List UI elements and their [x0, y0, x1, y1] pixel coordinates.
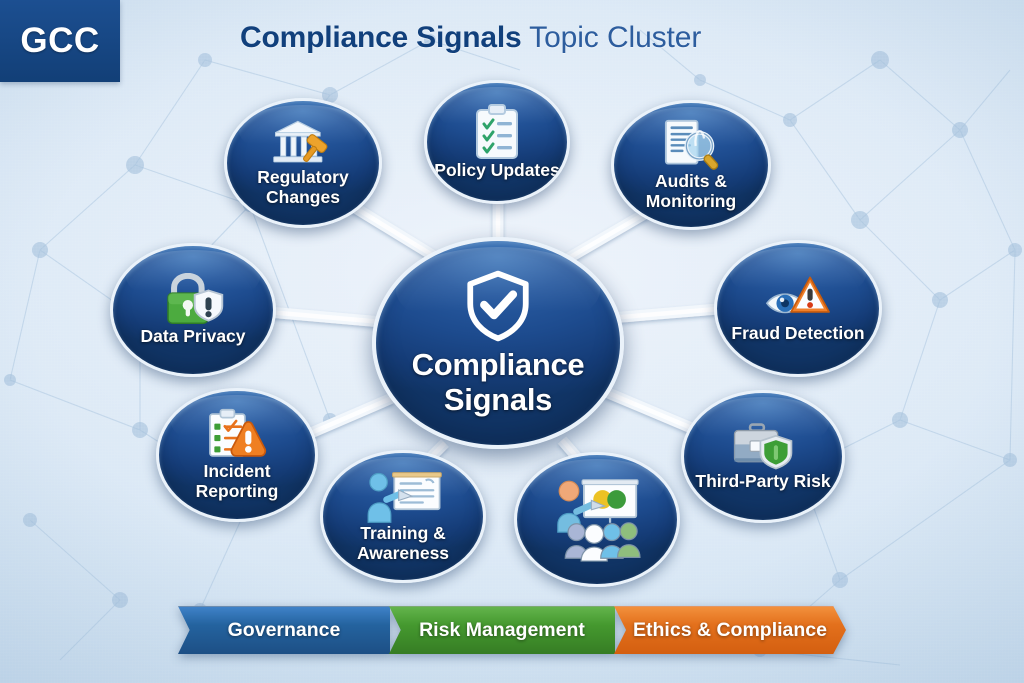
gcc-logo-text: GCC [20, 21, 100, 60]
node-training-awareness[interactable]: Training & Awareness [320, 450, 486, 583]
clipboard-checklist-icon [476, 104, 518, 160]
node-regulatory-changes[interactable]: Regulatory Changes [224, 98, 382, 228]
shield-check-icon [467, 270, 529, 342]
node-third-party-risk[interactable]: Third-Party Risk [681, 390, 845, 523]
node-presentation[interactable] [514, 452, 680, 587]
page-title-strong: Compliance Signals [240, 21, 522, 54]
node-policy-updates[interactable]: Policy Updates [424, 80, 570, 204]
eye-warning-icon [765, 276, 830, 313]
banner-segment-governance[interactable]: Governance [178, 606, 390, 654]
banner-segment-risk-management[interactable]: Risk Management [389, 606, 615, 654]
node-data-privacy[interactable]: Data Privacy [110, 243, 276, 377]
banner-segment-label: Governance [227, 619, 341, 641]
node-label: Audits & Monitoring [645, 171, 737, 211]
clipboard-alert-icon [209, 409, 267, 458]
node-label: Incident Reporting [195, 461, 279, 501]
center-node-compliance-signals[interactable]: Compliance Signals [372, 237, 624, 449]
page-title-light: Topic Cluster [521, 21, 702, 54]
node-label: Fraud Detection [731, 322, 865, 343]
courthouse-gavel-icon [273, 121, 328, 163]
briefcase-shield-icon [733, 422, 793, 470]
node-label: Policy Updates [434, 160, 560, 181]
node-fraud-detection[interactable]: Fraud Detection [714, 240, 882, 377]
category-banner: Governance Risk Management Ethics & Comp… [178, 606, 846, 654]
node-label: Regulatory Changes [257, 167, 349, 207]
banner-segment-label: Risk Management [419, 619, 585, 641]
center-node-label: Compliance Signals [411, 346, 585, 417]
node-incident-reporting[interactable]: Incident Reporting [156, 388, 318, 522]
node-label: Training & Awareness [356, 522, 450, 563]
document-magnifier-icon [664, 120, 719, 171]
banner-segment-ethics-compliance[interactable]: Ethics & Compliance [614, 606, 846, 654]
page-title: Compliance Signals Topic Cluster [240, 21, 701, 55]
presenter-whiteboard-icon [367, 471, 442, 523]
presenter-audience-icon [557, 478, 641, 562]
padlock-shield-icon [167, 273, 224, 325]
gcc-logo: GCC [0, 0, 120, 82]
node-audits-monitoring[interactable]: Audits & Monitoring [611, 100, 771, 230]
banner-segment-label: Ethics & Compliance [633, 619, 827, 641]
node-label: Data Privacy [140, 326, 246, 347]
node-label: Third-Party Risk [695, 470, 831, 491]
